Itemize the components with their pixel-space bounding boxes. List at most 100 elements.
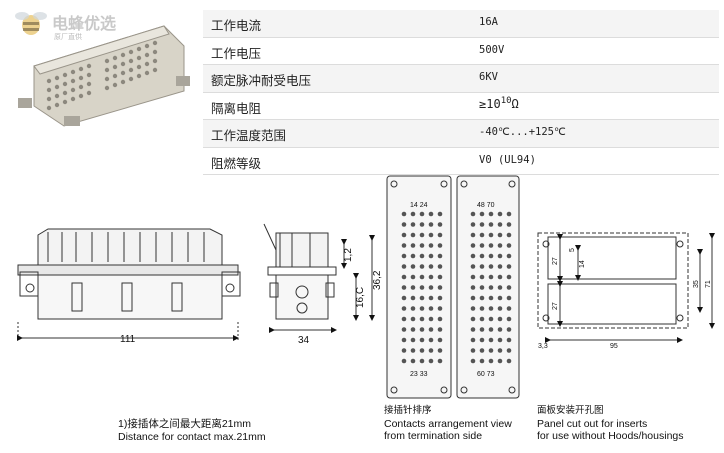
pin-hole xyxy=(488,316,494,322)
pin-grid-left xyxy=(401,211,443,364)
pin-hole xyxy=(479,211,485,217)
pin-hole xyxy=(428,295,434,301)
pin-hole xyxy=(488,348,494,353)
pin-hole xyxy=(437,358,443,364)
pin-hole xyxy=(401,337,407,343)
pin-hole xyxy=(437,211,443,217)
pin-hole xyxy=(488,337,494,343)
pin-hole xyxy=(479,243,485,248)
spec-value: 16A xyxy=(479,16,498,28)
pin-hole xyxy=(470,285,476,290)
pin-hole xyxy=(497,306,503,311)
pin-hole xyxy=(401,243,407,248)
pin-hole xyxy=(410,274,416,280)
pin-hole xyxy=(506,253,512,259)
spec-row: 工作温度范围 -40℃...+125℃ xyxy=(203,120,719,148)
pin-hole xyxy=(437,253,443,259)
pin-hole xyxy=(419,358,425,364)
pin-hole xyxy=(470,295,476,301)
pin-hole xyxy=(437,295,443,301)
pin-hole xyxy=(410,295,416,301)
pin-hole xyxy=(419,274,425,280)
pin-hole xyxy=(479,222,485,227)
logo-subtext: 原厂直供 xyxy=(54,33,82,41)
pin-hole xyxy=(470,274,476,280)
pin-hole xyxy=(470,337,476,343)
spec-value: 6KV xyxy=(479,71,498,83)
pin-hole xyxy=(497,348,503,353)
pin-hole xyxy=(428,337,434,343)
pin-hole xyxy=(419,285,425,290)
spec-value: -40℃...+125℃ xyxy=(479,126,566,138)
pin-hole xyxy=(437,285,443,290)
pin-hole xyxy=(497,232,503,238)
pin-hole xyxy=(488,327,494,332)
spec-name: 工作电压 xyxy=(211,45,262,61)
pin-hole xyxy=(488,243,494,248)
pin-hole xyxy=(497,358,503,364)
dim-35: 35 xyxy=(693,280,700,288)
pin-hole xyxy=(497,295,503,301)
pin-hole xyxy=(506,264,512,269)
pin-hole xyxy=(506,243,512,248)
pin-hole xyxy=(410,222,416,227)
pin-hole xyxy=(437,306,443,311)
pin-label-right-top: 48 70 xyxy=(477,202,495,209)
pin-hole xyxy=(497,243,503,248)
pin-hole xyxy=(419,337,425,343)
pin-hole xyxy=(437,243,443,248)
pin-hole xyxy=(488,274,494,280)
pin-hole xyxy=(410,211,416,217)
pin-hole xyxy=(470,348,476,353)
pin-hole xyxy=(479,285,485,290)
pin-hole xyxy=(470,232,476,238)
dim-width-111: 111 xyxy=(120,334,136,345)
spec-row: 工作电压 500V xyxy=(203,38,719,65)
pin-hole xyxy=(419,348,425,353)
dim-width-34: 34 xyxy=(298,335,310,346)
pin-hole xyxy=(479,295,485,301)
pin-hole xyxy=(401,264,407,269)
pin-hole xyxy=(479,337,485,343)
spec-name: 隔离电阻 xyxy=(211,100,262,116)
pin-hole xyxy=(401,232,407,238)
panel-cutout-drawing xyxy=(537,232,715,343)
pin-hole xyxy=(488,264,494,269)
pin-hole xyxy=(428,243,434,248)
dim-36-2: 36,2 xyxy=(372,270,383,290)
dim-16-c: 16,C xyxy=(355,287,366,308)
pin-hole xyxy=(401,253,407,259)
pin-hole xyxy=(419,211,425,217)
pin-hole xyxy=(410,253,416,259)
pin-hole xyxy=(437,274,443,280)
pin-hole xyxy=(410,306,416,311)
pin-hole xyxy=(479,348,485,353)
pin-hole xyxy=(506,285,512,290)
product-photo xyxy=(4,6,194,131)
spec-row: 隔离电阻 ≥1010Ω xyxy=(203,93,719,120)
pin-hole xyxy=(506,295,512,301)
logo-text: 电蜂优选 xyxy=(52,14,117,33)
bee-logo-icon xyxy=(15,12,47,35)
pin-hole xyxy=(401,211,407,217)
pin-hole xyxy=(479,232,485,238)
pin-hole xyxy=(506,274,512,280)
spec-value: ≥1010Ω xyxy=(479,95,519,111)
pin-hole xyxy=(506,306,512,311)
pin-hole xyxy=(419,295,425,301)
spec-value: V0 (UL94) xyxy=(479,153,536,166)
pin-hole xyxy=(470,306,476,311)
dim-1-2: 1,2 xyxy=(343,248,354,262)
contact-arrangement-drawing xyxy=(386,175,520,399)
pin-hole xyxy=(470,243,476,248)
pin-hole xyxy=(506,337,512,343)
pin-hole xyxy=(419,232,425,238)
pin-hole xyxy=(488,232,494,238)
pin-hole xyxy=(506,316,512,322)
pin-hole xyxy=(437,264,443,269)
pin-hole xyxy=(419,316,425,322)
spec-name: 阻燃等级 xyxy=(211,155,262,171)
pin-hole xyxy=(410,327,416,332)
pin-hole xyxy=(497,211,503,217)
spec-row: 阻燃等级 V0 (UL94) xyxy=(203,148,719,175)
